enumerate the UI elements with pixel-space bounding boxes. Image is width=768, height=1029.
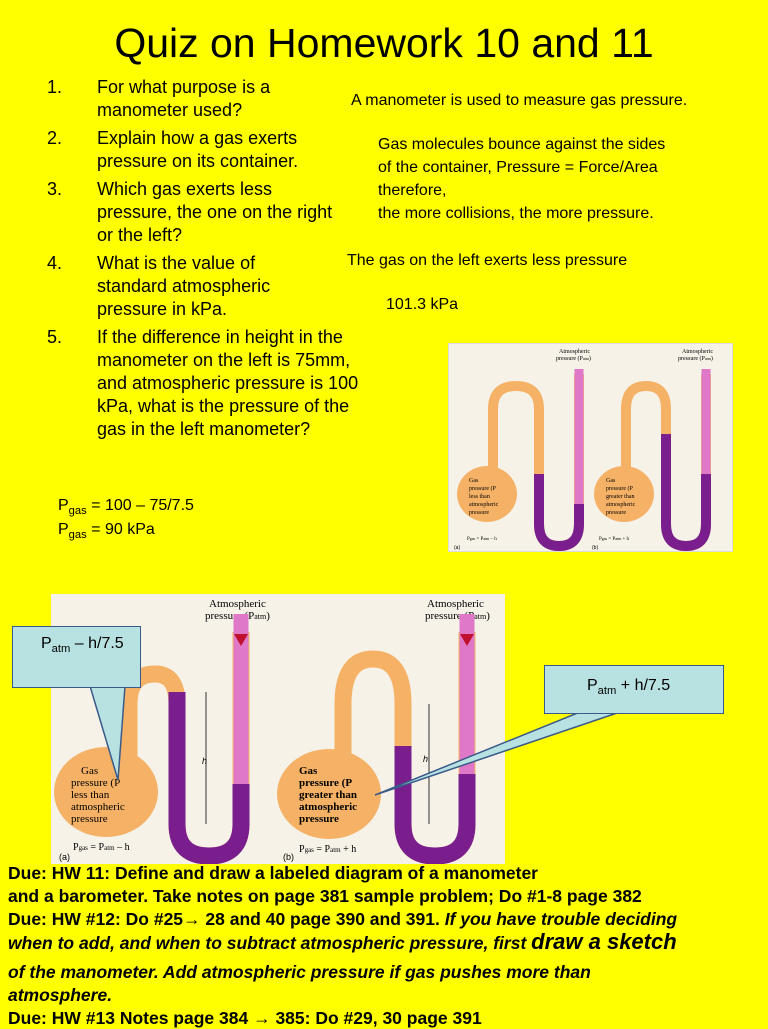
answer-4: 101.3 kPa: [386, 296, 459, 313]
due-line-1: Due: HW 11: Define and draw a labeled di…: [8, 863, 538, 883]
small-left-eq: Pgas = Patm – h: [467, 536, 497, 542]
answer-2-line-2: of the container, Pressure = Force/Area: [378, 159, 658, 176]
question-3-text: Which gas exerts less pressure, the one …: [97, 179, 333, 245]
large-atm-label-right: Atmospheric: [427, 598, 484, 610]
left-callout-text: Patm – h/7.5: [41, 635, 124, 656]
small-manometer-figure: Atmospheric pressure (Patm) Atmospheric …: [448, 343, 733, 552]
question-1-text: For what purpose is a manometer used?: [97, 77, 271, 120]
question-4-number: 4.: [47, 253, 63, 273]
calc-line-1: Pgas = 100 – 75/7.5: [58, 495, 194, 522]
small-label-a: (a): [454, 545, 460, 551]
small-atm-label-left-2: pressure (Patm): [556, 355, 591, 362]
small-atm-label-left: Atmospheric: [559, 349, 590, 355]
answer-2-line-1: Gas molecules bounce against the sides: [378, 136, 666, 153]
question-3-number: 3.: [47, 179, 63, 199]
small-atm-label-right-2: pressure (Patm): [678, 355, 713, 362]
small-right-eq: Pgas = Patm + h: [599, 536, 630, 542]
left-atm-arrow-icon: [234, 634, 248, 646]
due-line-5: of the manometer. Add atmospheric pressu…: [8, 962, 591, 982]
answer-2-line-3: therefore,: [378, 182, 447, 199]
calc-sub: gas: [68, 529, 87, 542]
calc-line2-rest: = 90 kPa: [86, 521, 155, 538]
small-label-b: (b): [592, 545, 598, 551]
large-atm-label-left: Atmospheric: [209, 598, 266, 610]
large-left-eq: Pgas = Patm – h: [73, 842, 130, 853]
due-line-3: Due: HW #12: Do #25→ 28 and 40 page 390 …: [8, 909, 678, 929]
due-line-6: atmosphere.: [8, 985, 113, 1005]
large-atm-label-right-2: pressure (Patm): [425, 610, 490, 622]
right-callout-text: Patm + h/7.5: [587, 677, 671, 698]
large-right-h: h: [423, 754, 428, 764]
large-label-b: (b): [283, 852, 294, 862]
question-1-number: 1.: [47, 77, 63, 97]
question-2-text: Explain how a gas exerts pressure on its…: [97, 128, 299, 171]
due-line-7: Due: HW #13 Notes page 384 → 385: Do #29…: [8, 1008, 482, 1028]
calc-p: P: [58, 497, 69, 514]
due-line-2: and a barometer. Take notes on page 381 …: [8, 886, 642, 906]
small-atm-label-right: Atmospheric: [682, 349, 713, 355]
question-5-text: If the difference in height in the manom…: [97, 327, 359, 439]
answer-1: A manometer is used to measure gas press…: [351, 92, 688, 109]
calc-p: P: [58, 521, 69, 538]
calc-line-2: Pgas = 90 kPa: [58, 519, 155, 546]
calc-sub: gas: [68, 505, 87, 518]
right-atm-arrow-icon: [460, 634, 474, 646]
large-left-h: h: [202, 756, 207, 766]
right-callout: Patm + h/7.5: [544, 665, 724, 714]
question-2-number: 2.: [47, 128, 63, 148]
large-right-eq: Pgas = Patm + h: [299, 844, 356, 855]
left-callout: Patm – h/7.5: [12, 626, 141, 688]
calc-line1-rest: = 100 – 75/7.5: [86, 497, 194, 514]
answer-3: The gas on the left exerts less pressure: [347, 252, 628, 269]
question-5-number: 5.: [47, 327, 63, 347]
page-title: Quiz on Homework 10 and 11: [114, 20, 654, 66]
due-line-4: when to add, and when to subtract atmosp…: [8, 929, 677, 954]
answer-2-line-4: the more collisions, the more pressure.: [378, 205, 654, 222]
question-4-text: What is the value of standard atmospheri…: [97, 253, 271, 319]
large-label-a: (a): [59, 852, 70, 862]
